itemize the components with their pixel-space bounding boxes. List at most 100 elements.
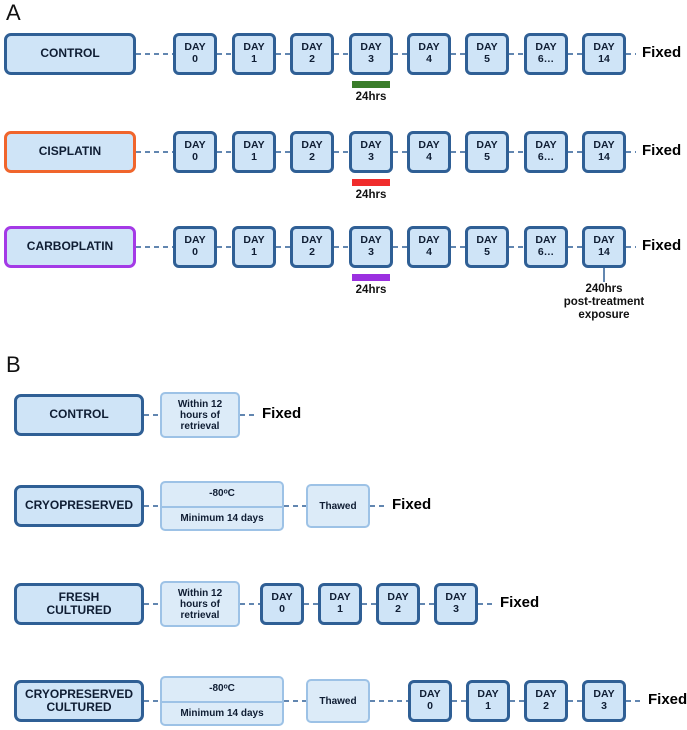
- group-box-carboplatin: CARBOPLATIN: [4, 226, 136, 268]
- fixed-label: Fixed: [642, 142, 682, 159]
- exposure-label: 24hrs: [355, 284, 387, 296]
- day-label: DAY: [476, 41, 498, 54]
- day-label: DAY: [360, 234, 382, 247]
- day-number: 3: [368, 151, 374, 163]
- cryostorage-step-box: -80ᵒC Minimum 14 days: [160, 481, 284, 531]
- day-label: DAY: [535, 41, 557, 54]
- day-label: DAY: [271, 591, 293, 604]
- day-label: DAY: [476, 139, 498, 152]
- day-label: DAY: [535, 139, 557, 152]
- day-number: 0: [279, 603, 285, 615]
- day-label: DAY: [593, 688, 615, 701]
- day-number: 3: [368, 246, 374, 258]
- cryostorage-divider: [162, 701, 282, 703]
- day-label: DAY: [419, 688, 441, 701]
- day-label: DAY: [418, 41, 440, 54]
- fixed-label: Fixed: [648, 691, 687, 708]
- day-label: DAY: [184, 234, 206, 247]
- thawed-step-box: Thawed: [306, 679, 370, 723]
- day-number: 3: [601, 700, 607, 712]
- cryostorage-divider: [162, 506, 282, 508]
- day-number: 6…: [537, 246, 555, 258]
- day-number: 5: [484, 53, 490, 65]
- day-number: 4: [426, 151, 432, 163]
- exposure-bar: [352, 274, 390, 281]
- day-number: 1: [337, 603, 343, 615]
- exposure-label: 24hrs: [355, 189, 387, 201]
- day-label: DAY: [360, 139, 382, 152]
- day-number: 1: [251, 151, 257, 163]
- fixed-label: Fixed: [500, 594, 540, 611]
- panel-label-b: B: [6, 352, 21, 377]
- day-label: DAY: [387, 591, 409, 604]
- day-number: 3: [453, 603, 459, 615]
- day-label: DAY: [476, 234, 498, 247]
- day-number: 0: [192, 53, 198, 65]
- day-number: 0: [192, 151, 198, 163]
- day-label: DAY: [360, 41, 382, 54]
- group-box-cisplatin: CISPLATIN: [4, 131, 136, 173]
- day-label: DAY: [477, 688, 499, 701]
- day-label: DAY: [184, 41, 206, 54]
- day-number: 1: [251, 246, 257, 258]
- day-label: DAY: [301, 139, 323, 152]
- duration-label: Minimum 14 days: [180, 513, 264, 524]
- day-label: DAY: [243, 139, 265, 152]
- day-label: DAY: [184, 139, 206, 152]
- day-number: 4: [426, 53, 432, 65]
- day-number: 4: [426, 246, 432, 258]
- day-label: DAY: [301, 41, 323, 54]
- day-label: DAY: [418, 139, 440, 152]
- duration-label: Minimum 14 days: [180, 708, 264, 719]
- fixed-label: Fixed: [262, 405, 302, 422]
- temperature-label: -80ᵒC: [209, 488, 235, 499]
- day-number: 14: [598, 53, 610, 65]
- fixed-label: Fixed: [642, 44, 682, 61]
- exposure-label: 24hrs: [355, 91, 387, 103]
- thawed-step-box: Thawed: [306, 484, 370, 528]
- day-number: 6…: [537, 151, 555, 163]
- day-label: DAY: [535, 688, 557, 701]
- day-label: DAY: [418, 234, 440, 247]
- day-number: 2: [543, 700, 549, 712]
- group-box-control: CONTROL: [4, 33, 136, 75]
- panel-label-a: A: [6, 0, 21, 25]
- day-number: 6…: [537, 53, 555, 65]
- day-label: DAY: [593, 139, 615, 152]
- day-label: DAY: [593, 41, 615, 54]
- day-label: DAY: [593, 234, 615, 247]
- day-label: DAY: [243, 234, 265, 247]
